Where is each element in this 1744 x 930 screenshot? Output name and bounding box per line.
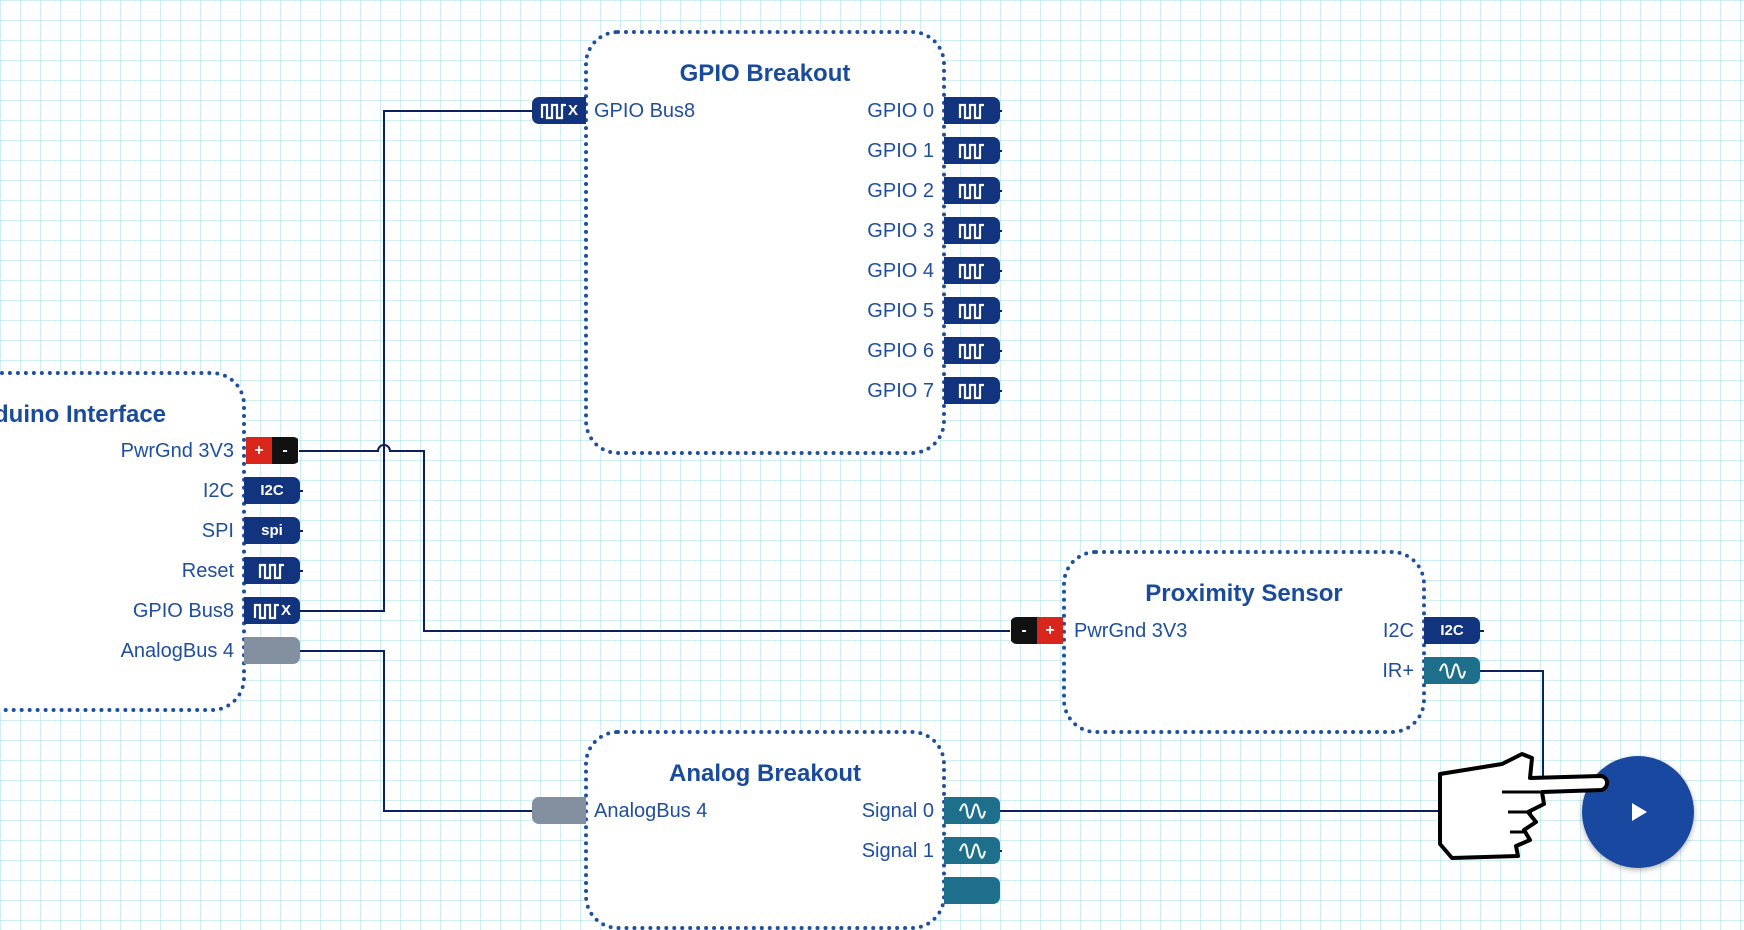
gpio-output-pin[interactable] bbox=[944, 297, 1000, 324]
sine-wave-icon bbox=[1439, 662, 1466, 679]
sine-wave-icon bbox=[959, 842, 986, 859]
sine-wave-icon bbox=[959, 802, 986, 819]
arduino-port-label: PwrGnd 3V3 bbox=[120, 440, 234, 462]
gpio-breakout-bus-input-pin[interactable]: X bbox=[532, 97, 586, 124]
gpio-output-pin[interactable] bbox=[944, 217, 1000, 244]
square-wave-icon bbox=[958, 143, 984, 159]
analog-output-pin[interactable] bbox=[944, 837, 1000, 864]
gpio-breakout-title: GPIO Breakout bbox=[679, 60, 851, 87]
arduino-port-label: GPIO Bus8 bbox=[132, 600, 234, 622]
square-wave-icon bbox=[253, 603, 279, 619]
arduino-port-label: AnalogBus 4 bbox=[120, 640, 234, 662]
minus-terminal: - bbox=[272, 437, 298, 464]
play-icon bbox=[1632, 803, 1647, 821]
arduino-analog-bus-pin[interactable] bbox=[244, 637, 300, 664]
analog-output-pin[interactable] bbox=[944, 877, 1000, 904]
arduino-gpio-bus-pin[interactable]: X bbox=[244, 597, 300, 624]
bus-x-label: X bbox=[280, 602, 291, 619]
gpio-breakout-input-label: GPIO Bus8 bbox=[594, 100, 696, 122]
wire-gpio-bus bbox=[299, 110, 532, 612]
plus-terminal: + bbox=[1037, 617, 1063, 644]
gpio-output-pin[interactable] bbox=[944, 257, 1000, 284]
gpio-output-label: GPIO 4 bbox=[867, 260, 934, 282]
square-wave-icon bbox=[958, 343, 984, 359]
square-wave-icon bbox=[540, 103, 566, 119]
analog-breakout-title: Analog Breakout bbox=[668, 760, 862, 787]
gpio-output-label: GPIO 6 bbox=[867, 340, 934, 362]
arduino-port-label: Reset bbox=[181, 560, 234, 582]
analog-output-pin[interactable] bbox=[944, 797, 1000, 824]
gpio-output-pin[interactable] bbox=[944, 377, 1000, 404]
proximity-i2c-label: I2C bbox=[1382, 620, 1414, 642]
proximity-sensor-title: Proximity Sensor bbox=[1145, 580, 1343, 607]
gpio-output-pin[interactable] bbox=[944, 97, 1000, 124]
proximity-power-input-pin[interactable]: - + bbox=[1010, 617, 1064, 644]
bus-x-label: X bbox=[567, 102, 578, 119]
analog-breakout-input-label: AnalogBus 4 bbox=[594, 800, 708, 822]
gpio-output-label: GPIO 7 bbox=[867, 380, 934, 402]
analog-output-label: Signal 1 bbox=[861, 840, 934, 862]
wire-analog-bus bbox=[299, 650, 532, 812]
pointing-hand-cursor-icon bbox=[1438, 752, 1609, 860]
analog-breakout-bus-input-pin[interactable] bbox=[532, 797, 586, 824]
gpio-output-label: GPIO 5 bbox=[867, 300, 934, 322]
arduino-interface-title: duino Interface bbox=[0, 401, 167, 428]
arduino-port-label: SPI bbox=[201, 520, 234, 542]
gpio-output-label: GPIO 3 bbox=[867, 220, 934, 242]
proximity-ir-label: IR+ bbox=[1382, 660, 1414, 682]
square-wave-icon bbox=[958, 263, 984, 279]
square-wave-icon bbox=[958, 383, 984, 399]
analog-output-label: Signal 0 bbox=[861, 800, 934, 822]
analog-breakout-block[interactable]: Analog Breakout bbox=[584, 730, 946, 930]
gpio-output-pin[interactable] bbox=[944, 137, 1000, 164]
plus-terminal: + bbox=[246, 437, 272, 464]
proximity-power-label: PwrGnd 3V3 bbox=[1074, 620, 1188, 642]
gpio-output-label: GPIO 1 bbox=[867, 140, 934, 162]
wire-power bbox=[299, 444, 1010, 632]
gpio-output-pin[interactable] bbox=[944, 337, 1000, 364]
gpio-output-label: GPIO 0 bbox=[867, 100, 934, 122]
gpio-breakout-block[interactable]: GPIO Breakout bbox=[584, 30, 946, 455]
arduino-power-pin[interactable]: +- bbox=[244, 437, 300, 464]
arduino-i2c-pin[interactable]: I2C bbox=[244, 477, 300, 504]
arduino-spi-pin[interactable]: spi bbox=[244, 517, 300, 544]
square-wave-icon bbox=[958, 183, 984, 199]
arduino-port-label: I2C bbox=[202, 480, 234, 502]
gpio-output-pin[interactable] bbox=[944, 177, 1000, 204]
square-wave-icon bbox=[958, 303, 984, 319]
square-wave-icon bbox=[958, 223, 984, 239]
arduino-reset-pin[interactable] bbox=[244, 557, 300, 584]
gpio-output-label: GPIO 2 bbox=[867, 180, 934, 202]
minus-terminal: - bbox=[1011, 617, 1037, 644]
square-wave-icon bbox=[958, 103, 984, 119]
proximity-i2c-pin[interactable]: I2C bbox=[1424, 617, 1480, 644]
proximity-ir-pin[interactable] bbox=[1424, 657, 1480, 684]
square-wave-icon bbox=[258, 563, 284, 579]
arduino-interface-block[interactable]: duino Interface bbox=[0, 371, 246, 712]
